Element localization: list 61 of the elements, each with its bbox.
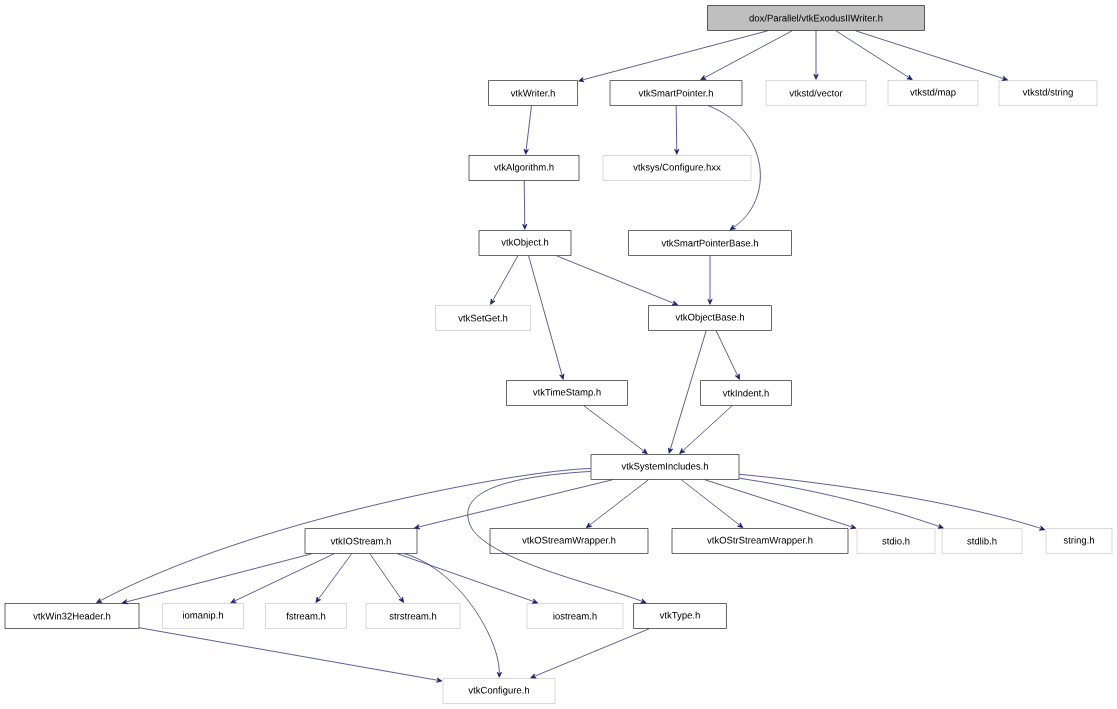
arrow	[681, 479, 744, 528]
arrow	[230, 553, 335, 604]
arrow	[704, 479, 857, 530]
arrow	[585, 479, 649, 528]
header-box: vtkSmartPointer.h	[609, 80, 743, 106]
header-box: vtkIOStream.h	[304, 528, 418, 554]
arrow	[674, 105, 680, 155]
arrow	[707, 255, 713, 305]
header-box: vtkSystemIncludes.h	[590, 454, 740, 480]
header-box: stdlib.h	[941, 528, 1023, 554]
arrow	[96, 468, 592, 604]
arrow	[813, 30, 819, 80]
arrow	[556, 255, 678, 306]
header-box: stdio.h	[856, 528, 936, 554]
arrow	[404, 553, 502, 678]
header-box: vtkstd/string	[998, 80, 1098, 106]
header-box: iostream.h	[526, 603, 624, 629]
arrow	[578, 30, 769, 83]
header-box: vtkType.h	[633, 603, 727, 629]
arrow	[855, 30, 1008, 81]
header-box: vtkAlgorithm.h	[468, 155, 580, 181]
header-box: vtkObject.h	[478, 230, 572, 256]
header-box: string.h	[1045, 528, 1113, 554]
arrow	[583, 405, 648, 454]
arrow	[369, 553, 404, 603]
header-box: iomanip.h	[162, 603, 244, 629]
arrow	[121, 553, 313, 605]
header-box: vtkWriter.h	[488, 80, 578, 106]
arrow	[530, 628, 650, 679]
arrow	[708, 105, 761, 231]
header-box: vtkOStrStreamWrapper.h	[671, 528, 849, 554]
arrow	[668, 330, 707, 454]
arrow	[528, 255, 565, 380]
header-box: vtkConfigure.h	[442, 678, 556, 704]
arrow	[738, 477, 944, 529]
arrow	[738, 473, 1046, 531]
arrow	[522, 180, 528, 230]
header-box: vtkstd/vector	[765, 80, 867, 106]
arrow	[490, 255, 519, 305]
arrow	[414, 479, 613, 530]
header-box: vtkOStreamWrapper.h	[489, 528, 649, 554]
arrow	[315, 553, 352, 603]
header-box: vtkIndent.h	[700, 380, 792, 406]
arrow	[397, 553, 539, 604]
arrow	[715, 330, 740, 380]
arrow	[467, 471, 647, 604]
arrow	[523, 105, 532, 155]
header-box: vtkSetGet.h	[435, 305, 531, 331]
arrow	[679, 405, 733, 454]
header-box: strstream.h	[365, 603, 461, 629]
header-box: vtksys/Configure.hxx	[602, 155, 752, 181]
header-box: vtkObjectBase.h	[648, 305, 772, 331]
header-box: dox/Parallel/vtkExodusIIWriter.h	[707, 5, 925, 31]
header-box: vtkTimeStamp.h	[506, 380, 628, 406]
arrow	[835, 30, 913, 81]
arrow	[138, 627, 443, 683]
header-box: vtkSmartPointerBase.h	[628, 230, 792, 256]
header-box: fstream.h	[265, 603, 347, 629]
header-box: vtkstd/map	[887, 80, 979, 106]
header-box: vtkWin32Header.h	[4, 603, 140, 629]
arrow	[700, 30, 793, 81]
